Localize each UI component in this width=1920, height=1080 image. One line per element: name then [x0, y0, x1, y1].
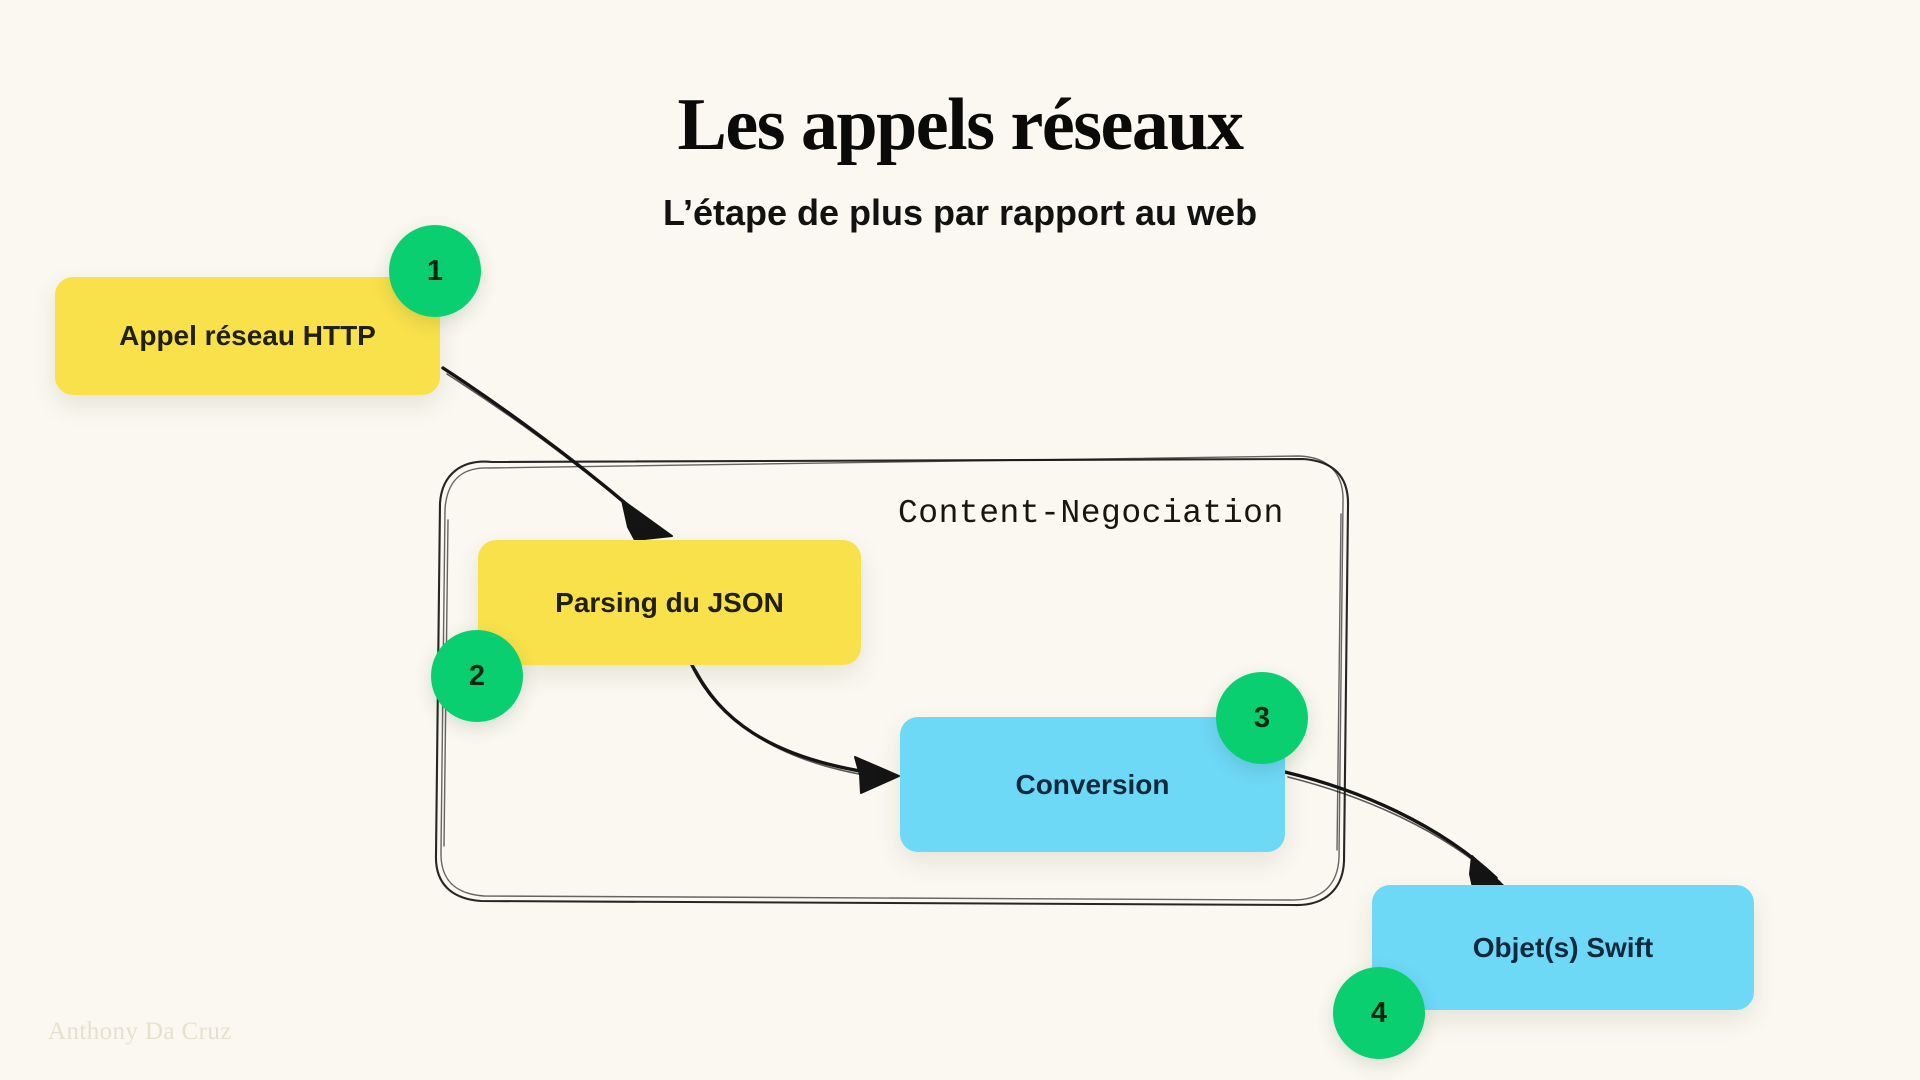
node-objets-swift[interactable]: Objet(s) Swift [1372, 885, 1754, 1010]
arrow-http-to-parsing [441, 366, 673, 541]
node-label: Objet(s) Swift [1472, 931, 1654, 963]
node-label: Conversion [1015, 768, 1170, 800]
node-label: Parsing du JSON [555, 586, 784, 618]
step-badge-3: 3 [1216, 672, 1308, 764]
step-badge-number: 1 [426, 254, 444, 287]
step-badge-number: 4 [1370, 996, 1388, 1029]
page-title: Les appels réseaux [677, 84, 1245, 166]
step-badge-number: 2 [468, 659, 486, 692]
step-badge-number: 3 [1253, 701, 1271, 734]
step-badge-2: 2 [431, 630, 523, 722]
node-parsing-du-json[interactable]: Parsing du JSON [478, 540, 861, 665]
arrow-parsing-to-conversion [690, 663, 900, 794]
page-subtitle: L’étape de plus par rapport au web [662, 192, 1258, 233]
arrow-conversion-to-swift [1283, 770, 1513, 895]
author-watermark: Anthony Da Cruz [48, 1018, 232, 1045]
step-badge-4: 4 [1333, 967, 1425, 1059]
node-appel-reseau-http[interactable]: Appel réseau HTTP [55, 277, 440, 395]
node-label: Appel réseau HTTP [119, 320, 376, 351]
container-label-content-negociation: Content-Negociation [898, 495, 1284, 532]
step-badge-1: 1 [389, 225, 481, 317]
